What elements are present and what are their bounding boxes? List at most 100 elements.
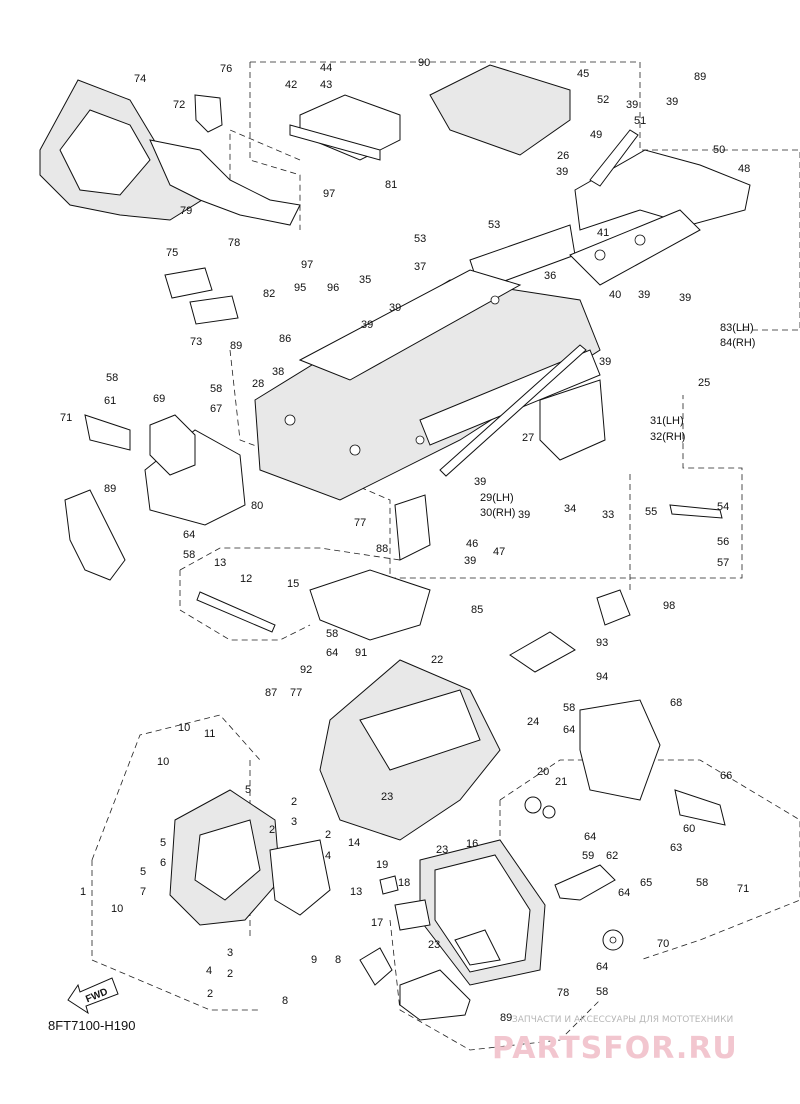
part-callout-c11: 11 xyxy=(204,728,215,740)
part-callout-c89a: 89 xyxy=(230,340,242,352)
part-callout-c58e: 58 xyxy=(563,702,575,714)
diagram-code: 8FT7100-H190 xyxy=(48,1018,135,1033)
part-callout-c6: 6 xyxy=(160,857,166,869)
part-callout-c28: 28 xyxy=(252,378,264,390)
part-callout-c77a: 77 xyxy=(354,517,366,529)
part-callout-c21: 21 xyxy=(555,776,567,788)
part-callout-c71a: 71 xyxy=(60,412,72,424)
part-callout-c2d: 2 xyxy=(227,968,233,980)
part-callout-c60: 60 xyxy=(683,823,695,835)
part-callout-c10b: 10 xyxy=(157,756,169,768)
part-callout-c39e: 39 xyxy=(679,292,691,304)
part-callout-c36: 36 xyxy=(544,270,556,282)
part-callout-c83: 83(LH) xyxy=(720,322,754,334)
part-callout-c13a: 13 xyxy=(214,557,226,569)
part-callout-c58f: 58 xyxy=(696,877,708,889)
part-callout-c26: 26 xyxy=(557,150,569,162)
part-callout-c96: 96 xyxy=(327,282,339,294)
part-callout-c62: 62 xyxy=(606,850,618,862)
part-callout-c5b: 5 xyxy=(160,837,166,849)
part-callout-c35: 35 xyxy=(359,274,371,286)
part-callout-c5c: 5 xyxy=(140,866,146,878)
part-callout-c47: 47 xyxy=(493,546,505,558)
watermark-caption: ЗАПЧАСТИ И АКСЕССУАРЫ ДЛЯ МОТОТЕХНИКИ xyxy=(512,1015,733,1025)
part-callout-c4a: 4 xyxy=(325,850,331,862)
part-callout-c48: 48 xyxy=(738,163,750,175)
part-callout-c23c: 23 xyxy=(428,939,440,951)
part-callout-c39i: 39 xyxy=(474,476,486,488)
part-callout-c2c: 2 xyxy=(325,829,331,841)
fwd-arrow: FWD xyxy=(67,977,119,1015)
part-callout-c16: 16 xyxy=(466,838,478,850)
part-callout-c90: 90 xyxy=(418,57,430,69)
part-callout-c3b: 3 xyxy=(227,947,233,959)
part-callout-c39h: 39 xyxy=(599,356,611,368)
part-callout-c39k: 39 xyxy=(464,555,476,567)
part-callout-c82: 82 xyxy=(263,288,275,300)
part-callout-c55: 55 xyxy=(645,506,657,518)
part-callout-c53: 53 xyxy=(488,219,500,231)
part-callout-c63: 63 xyxy=(670,842,682,854)
part-callout-c79: 79 xyxy=(180,205,192,217)
part-callout-c81: 81 xyxy=(385,179,397,191)
watermark: ЗАПЧАСТИ И АКСЕССУАРЫ ДЛЯ МОТОТЕХНИКИ PA… xyxy=(492,1015,738,1066)
part-callout-c59: 59 xyxy=(582,850,594,862)
part-callout-c97a: 97 xyxy=(323,188,335,200)
part-callout-c23a: 23 xyxy=(381,791,393,803)
part-callout-c49: 49 xyxy=(590,129,602,141)
watermark-logo: PARTSFOR.RU xyxy=(492,1031,738,1066)
part-callout-c18: 18 xyxy=(398,877,410,889)
part-callout-c65: 65 xyxy=(640,877,652,889)
part-callout-c89d: 89 xyxy=(500,1012,512,1024)
part-callout-c53b: 53 xyxy=(414,233,426,245)
part-callout-c76: 76 xyxy=(220,63,232,75)
part-callout-c98: 98 xyxy=(663,600,675,612)
part-callout-c7: 7 xyxy=(140,886,146,898)
part-callout-c5a: 5 xyxy=(245,784,251,796)
part-callout-c32: 32(RH) xyxy=(650,431,685,443)
part-callout-c4b: 4 xyxy=(206,965,212,977)
part-callout-c8a: 8 xyxy=(335,954,341,966)
part-callout-c64c: 64 xyxy=(563,724,575,736)
part-callout-c33: 33 xyxy=(602,509,614,521)
part-callout-c42: 42 xyxy=(285,79,297,91)
part-callout-c97b: 97 xyxy=(301,259,313,271)
part-callout-c66: 66 xyxy=(720,770,732,782)
part-callout-c31: 31(LH) xyxy=(650,415,684,427)
part-callout-c10c: 10 xyxy=(111,903,123,915)
part-callout-c73: 73 xyxy=(190,336,202,348)
part-callout-c40: 40 xyxy=(609,289,621,301)
part-callout-c39d: 39 xyxy=(638,289,650,301)
part-callout-c39b: 39 xyxy=(666,96,678,108)
part-callout-c39c: 39 xyxy=(556,166,568,178)
part-callout-c29: 29(LH) xyxy=(480,492,514,504)
part-callout-c94: 94 xyxy=(596,671,608,683)
part-callout-c58d: 58 xyxy=(326,628,338,640)
part-callout-c44: 44 xyxy=(320,62,332,74)
part-callout-c8b: 8 xyxy=(282,995,288,1007)
part-callout-c89c: 89 xyxy=(104,483,116,495)
part-callout-c54: 54 xyxy=(717,501,729,513)
part-callout-c85: 85 xyxy=(471,604,483,616)
part-callout-c2a: 2 xyxy=(291,796,297,808)
part-callout-c19: 19 xyxy=(376,859,388,871)
part-callout-c70: 70 xyxy=(657,938,669,950)
part-callout-c64d: 64 xyxy=(584,831,596,843)
part-callout-c45: 45 xyxy=(577,68,589,80)
part-callout-c27: 27 xyxy=(522,432,534,444)
part-callout-c22: 22 xyxy=(431,654,443,666)
part-callout-c41: 41 xyxy=(597,227,609,239)
part-callout-c67: 67 xyxy=(210,403,222,415)
part-callout-c58a: 58 xyxy=(106,372,118,384)
part-callout-c34: 34 xyxy=(564,503,576,515)
part-callout-c92: 92 xyxy=(300,664,312,676)
part-callout-c61: 61 xyxy=(104,395,116,407)
part-callout-c9: 9 xyxy=(311,954,317,966)
part-callout-c78b: 78 xyxy=(557,987,569,999)
part-callout-c84: 84(RH) xyxy=(720,337,755,349)
part-callout-c69: 69 xyxy=(153,393,165,405)
part-callout-c14: 14 xyxy=(348,837,360,849)
part-callout-c38: 38 xyxy=(272,366,284,378)
part-callout-c64e: 64 xyxy=(618,887,630,899)
